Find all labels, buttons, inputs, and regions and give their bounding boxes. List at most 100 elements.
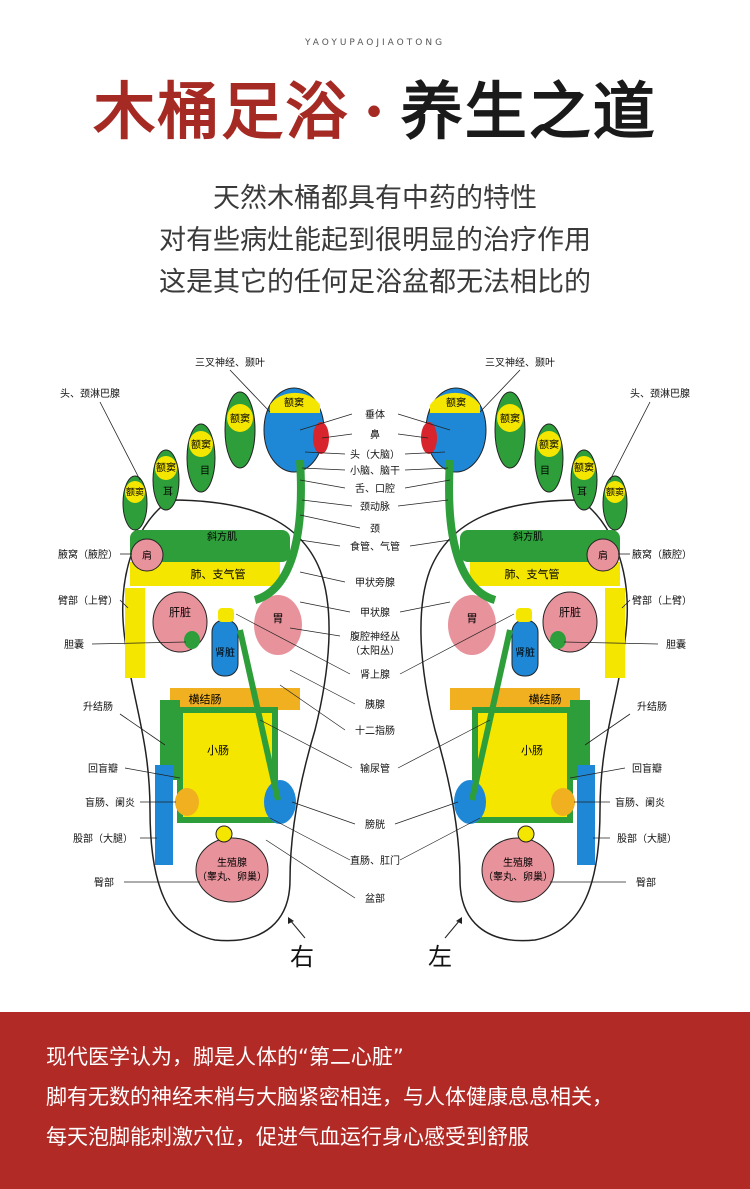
leader-line [235, 613, 351, 675]
leader-line [621, 599, 631, 609]
left-cecum-zone [551, 788, 575, 816]
right-region-label: （睾丸、卵巢） [197, 870, 267, 883]
leader-line [479, 369, 521, 413]
center-label: 舌、口腔 [355, 482, 395, 495]
leader-line [299, 571, 346, 583]
center-label: 甲状旁腺 [355, 576, 395, 589]
left-trapezius-zone [460, 530, 620, 562]
center-label: 输尿管 [360, 762, 390, 775]
left-region-label: 肺、支气管 [505, 567, 560, 581]
foot-map-svg: 额窦 额窦 额窦 额窦 额窦 目 耳 斜方肌 肩 肺、支气管 肝脏 胃 肾脏 横… [58, 356, 692, 971]
leader-line [399, 613, 515, 675]
left-region-label: 斜方肌 [513, 530, 543, 543]
center-label: 直肠、肛门 [350, 854, 400, 867]
left-foot-label: 左 [428, 943, 452, 971]
subtitle: 天然木桶都具有中药的特性 对有些病灶能起到很明显的治疗作用 这是其它的任何足浴盆… [0, 178, 750, 304]
leader-line [399, 601, 451, 613]
callout-label: 头、颈淋巴腺 [630, 387, 690, 400]
right-trapezius-zone [130, 530, 290, 562]
leader-line [397, 413, 451, 431]
right-sciatic-point [215, 825, 233, 843]
callout-label: 臀部 [94, 876, 114, 889]
leader-line [584, 713, 631, 746]
leader-line [229, 369, 271, 413]
leader-line [299, 601, 351, 613]
right-region-label: 生殖腺 [217, 856, 247, 869]
leader-line [299, 479, 346, 489]
right-thigh-zone [155, 765, 173, 865]
left-arrow-head [456, 917, 462, 924]
title-separator: · [363, 75, 387, 148]
right-region-label: 斜方肌 [207, 530, 237, 543]
right-arm-zone [125, 588, 145, 678]
brand-wordmark: YAOYUPAOJIAOTONG [304, 38, 446, 48]
callout-label: 三叉神经、颞叶 [485, 356, 555, 369]
right-big-toe-sinus [270, 392, 320, 413]
center-label: 颈 [370, 523, 380, 535]
left-carotid-line [445, 459, 497, 604]
leader-line [404, 451, 446, 455]
leader-line [321, 433, 353, 439]
center-label: 肾上腺 [360, 668, 390, 681]
right-region-label: 肺、支气管 [191, 567, 246, 581]
right-ureter-line [237, 629, 281, 801]
right-arrow-head [288, 917, 294, 924]
left-region-label: （睾丸、卵巢） [483, 870, 553, 883]
right-region-label: 胃 [273, 612, 284, 625]
title-part2: 养生之道 [400, 75, 657, 148]
right-shoulder-zone [130, 538, 164, 572]
left-nose-zone [421, 422, 437, 454]
footer-line-3: 每天泡脚能刺激穴位，促进气血运行身心感受到舒服 [46, 1125, 529, 1149]
right-carotid-line [253, 459, 305, 604]
leader-line [301, 467, 346, 471]
leader-line [399, 817, 481, 861]
center-label: 颈动脉 [360, 500, 390, 513]
leader-line [119, 713, 166, 746]
left-foot [420, 387, 628, 942]
left-region-label: 胃 [467, 612, 478, 625]
right-bladder-zone [264, 780, 296, 824]
right-region-label: 额窦 [191, 438, 211, 451]
callout-label: 回盲瓣 [88, 762, 118, 775]
left-region-label: 额窦 [539, 438, 559, 451]
right-adrenal-zone [218, 608, 234, 622]
leader-line [91, 641, 187, 645]
left-ureter-line [469, 629, 513, 801]
left-toe-4-sinus [573, 456, 595, 480]
leader-line [289, 627, 341, 637]
center-label: 胰腺 [365, 698, 385, 711]
callout-label: 盲肠、阑炎 [85, 796, 135, 809]
footer-text: 现代医学认为，脚是人体的“第二心脏” 脚有无数的神经末梢与大脑紧密相连，与人体健… [0, 1012, 750, 1157]
callout-label: 股部（大腿） [73, 832, 133, 845]
right-region-label: 耳 [163, 486, 173, 498]
leader-line [265, 839, 356, 899]
right-ascending-colon [160, 700, 180, 780]
right-arrow [289, 919, 306, 939]
left-region-label: 生殖腺 [503, 856, 533, 869]
left-descending-colon [570, 700, 590, 780]
left-toe-5-sinus [605, 481, 625, 503]
foot-reflexology-diagram: 额窦 额窦 额窦 额窦 额窦 目 耳 斜方肌 肩 肺、支气管 肝脏 胃 肾脏 横… [0, 340, 750, 980]
right-gonad-zone [195, 837, 269, 903]
left-region-label: 额窦 [446, 396, 466, 409]
footer-line-1: 现代医学认为，脚是人体的“第二心脏” [46, 1045, 404, 1069]
subtitle-line-3: 这是其它的任何足浴盆都无法相比的 [159, 267, 591, 298]
left-region-label: 肩 [598, 549, 608, 562]
leader-line [289, 669, 356, 705]
left-big-toe-sinus [430, 392, 480, 413]
center-label: 食管、气管 [350, 540, 400, 553]
leader-line [404, 479, 451, 489]
right-toes [122, 387, 329, 531]
right-region-label: 肝脏 [169, 606, 191, 619]
right-region-label: 额窦 [230, 412, 250, 425]
callout-label: 股部（大腿） [617, 832, 677, 845]
center-label: 垂体 [365, 409, 385, 421]
left-stomach-zone [448, 595, 496, 655]
left-thigh-zone [577, 765, 595, 865]
leader-line [304, 451, 346, 455]
title-part1: 木桶足浴 [93, 75, 350, 148]
center-label: 小脑、脑干 [350, 464, 400, 477]
right-region-label: 小肠 [207, 744, 229, 757]
right-region-label: 额窦 [156, 461, 176, 474]
leader-line [291, 801, 356, 825]
